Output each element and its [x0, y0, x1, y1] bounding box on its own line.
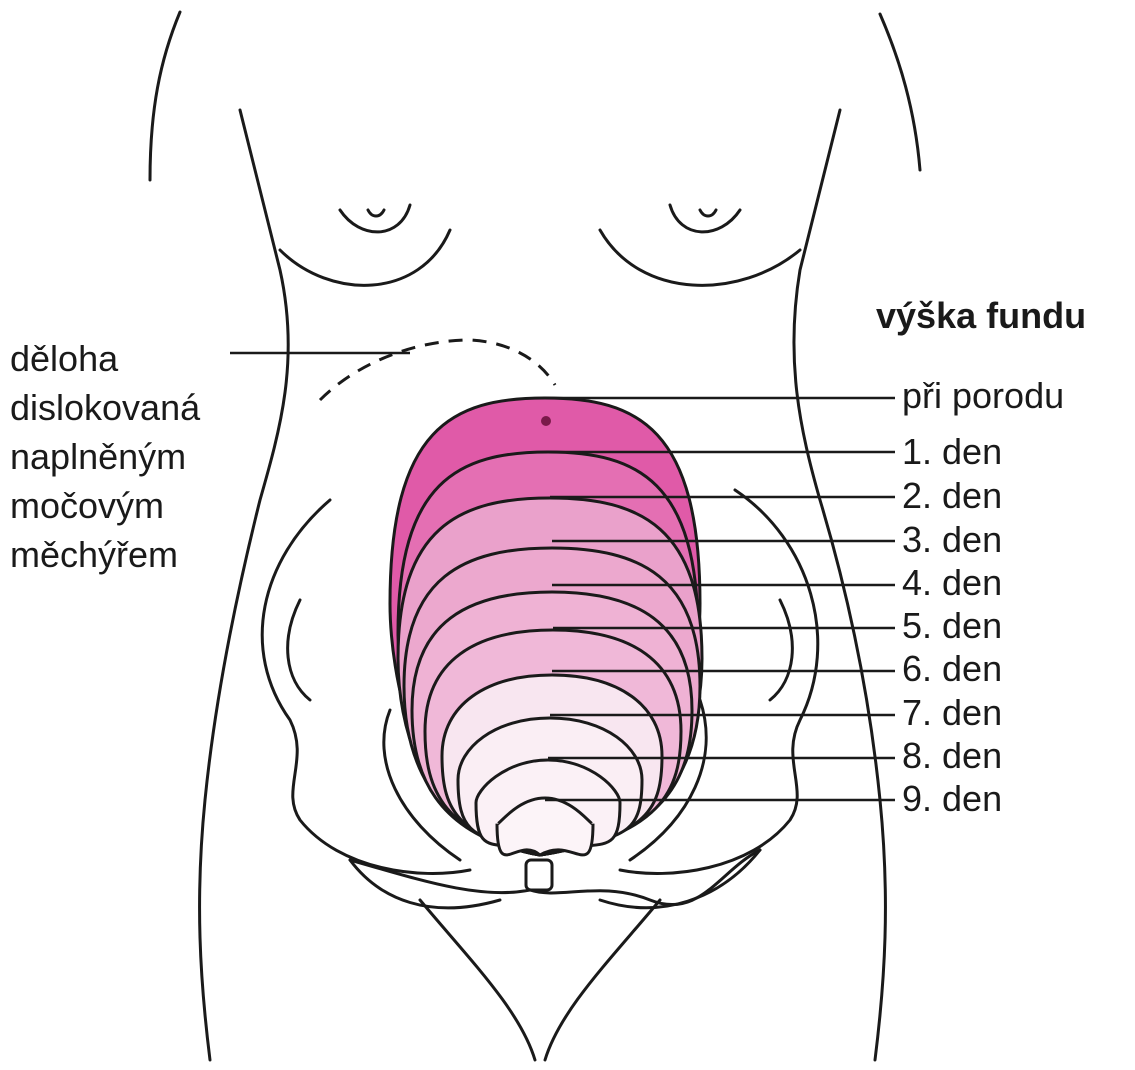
bladder-label-line-1: děloha: [10, 334, 200, 383]
level-label-day-2: 2. den: [902, 478, 1002, 514]
level-label-day-1: 1. den: [902, 434, 1002, 470]
uterus-levels: [390, 398, 702, 855]
bladder-label-line-3: naplněným: [10, 432, 200, 481]
level-label-day-9: 9. den: [902, 781, 1002, 817]
fundus-height-heading: výška fundu: [876, 298, 1086, 334]
level-label-birth: při porodu: [902, 378, 1064, 414]
level-label-day-4: 4. den: [902, 565, 1002, 601]
bladder-label-line-5: měchýřem: [10, 530, 200, 579]
level-label-day-5: 5. den: [902, 608, 1002, 644]
bladder-label-line-4: močovým: [10, 481, 200, 530]
fundus-marker-dot: [541, 416, 551, 426]
displaced-uterus-label: děloha dislokovaná naplněným močovým měc…: [10, 334, 200, 579]
level-label-day-3: 3. den: [902, 522, 1002, 558]
level-label-day-7: 7. den: [902, 695, 1002, 731]
displaced-uterus-outline: [320, 340, 555, 400]
bladder-label-line-2: dislokovaná: [10, 383, 200, 432]
level-label-day-8: 8. den: [902, 738, 1002, 774]
level-label-day-6: 6. den: [902, 651, 1002, 687]
